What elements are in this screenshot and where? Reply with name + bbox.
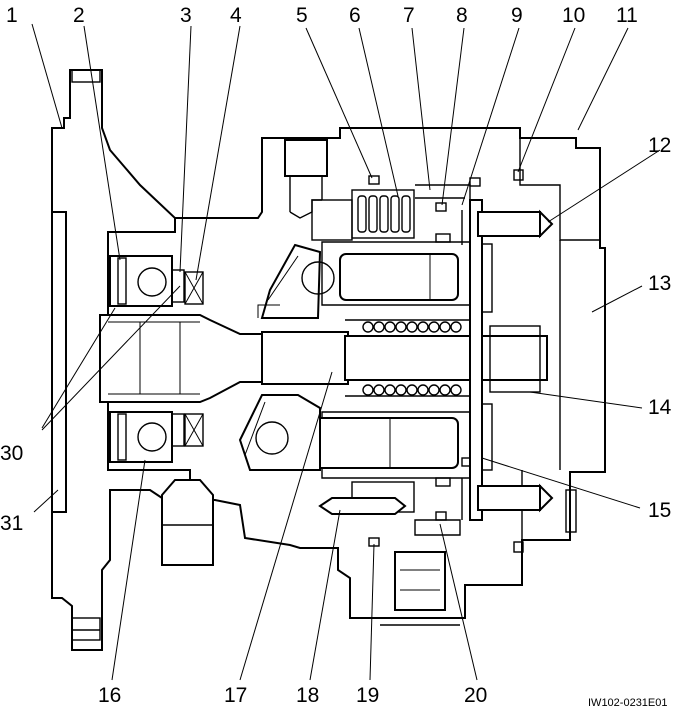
swash-plate-lower bbox=[238, 394, 321, 471]
callout-4: 4 bbox=[230, 4, 242, 27]
callout-3: 3 bbox=[180, 4, 192, 27]
side-bracket bbox=[565, 489, 577, 533]
callout-9: 9 bbox=[511, 4, 523, 27]
callout-5: 5 bbox=[296, 4, 308, 27]
spring-ball bbox=[406, 321, 418, 333]
callout-8: 8 bbox=[456, 4, 468, 27]
spring-ball bbox=[395, 321, 407, 333]
callout-10: 10 bbox=[562, 4, 585, 27]
piston-upper bbox=[339, 253, 459, 301]
brake-spring-coil bbox=[357, 195, 367, 233]
figure-code: IW102-0231E01 bbox=[588, 697, 668, 709]
relief-valve-upper bbox=[477, 209, 554, 239]
spring-ball bbox=[362, 321, 374, 333]
spring-ball bbox=[439, 384, 451, 396]
callout-labels: 1 2 3 4 5 6 7 8 9 10 11 12 13 14 15 16 1… bbox=[0, 4, 672, 707]
spring-ball bbox=[450, 321, 462, 333]
pin bbox=[318, 497, 407, 515]
bottom-port bbox=[394, 551, 446, 611]
callout-14: 14 bbox=[648, 396, 672, 419]
shaft-end bbox=[344, 335, 548, 381]
drain-plug bbox=[161, 479, 214, 566]
brake-spring-coil bbox=[401, 195, 411, 233]
callout-16: 16 bbox=[98, 684, 121, 707]
leader-lines bbox=[31, 23, 661, 681]
callout-15: 15 bbox=[648, 499, 671, 522]
spring-ball bbox=[428, 384, 440, 396]
spring-ball bbox=[417, 384, 429, 396]
callout-19: 19 bbox=[356, 684, 379, 707]
callout-17: 17 bbox=[224, 684, 247, 707]
spring-ball bbox=[417, 321, 429, 333]
flange-ear-bottom bbox=[71, 617, 101, 641]
front-bearing-upper bbox=[109, 255, 185, 307]
callout-20: 20 bbox=[464, 684, 487, 707]
spring-ball bbox=[362, 384, 374, 396]
shaft bbox=[261, 331, 349, 385]
valve-plate bbox=[469, 199, 483, 521]
callout-13: 13 bbox=[648, 272, 671, 295]
spring-ball bbox=[439, 321, 451, 333]
spring-ball bbox=[428, 321, 440, 333]
spring-ball bbox=[384, 321, 396, 333]
callout-18: 18 bbox=[296, 684, 319, 707]
callout-11: 11 bbox=[616, 4, 638, 27]
motor-drawing bbox=[51, 69, 606, 651]
callout-31: 31 bbox=[0, 512, 23, 535]
callout-2: 2 bbox=[73, 4, 85, 27]
brake-piston bbox=[311, 199, 353, 241]
brake-spring-coil bbox=[379, 195, 389, 233]
oil-seal bbox=[184, 271, 204, 447]
flange-plate bbox=[51, 211, 67, 513]
callout-6: 6 bbox=[349, 4, 361, 27]
front-bearing-lower bbox=[109, 411, 185, 463]
callout-30: 30 bbox=[0, 442, 23, 465]
spring-ball bbox=[406, 384, 418, 396]
callout-1: 1 bbox=[6, 4, 18, 27]
swash-plate-upper bbox=[257, 243, 335, 319]
brake-springs bbox=[351, 189, 415, 239]
spring-ball bbox=[373, 321, 385, 333]
callout-7: 7 bbox=[403, 4, 415, 27]
center-spring bbox=[345, 319, 470, 397]
callout-12: 12 bbox=[648, 134, 671, 157]
spring-ball bbox=[373, 384, 385, 396]
relief-valve-lower bbox=[477, 483, 554, 513]
spring-ball bbox=[450, 384, 462, 396]
spring-ball bbox=[395, 384, 407, 396]
spring-ball bbox=[384, 384, 396, 396]
flange-ear-top bbox=[71, 69, 101, 83]
top-port bbox=[284, 139, 328, 177]
brake-spring-coil bbox=[368, 195, 378, 233]
brake-plate-lower bbox=[414, 519, 461, 536]
brake-spring-coil bbox=[390, 195, 400, 233]
